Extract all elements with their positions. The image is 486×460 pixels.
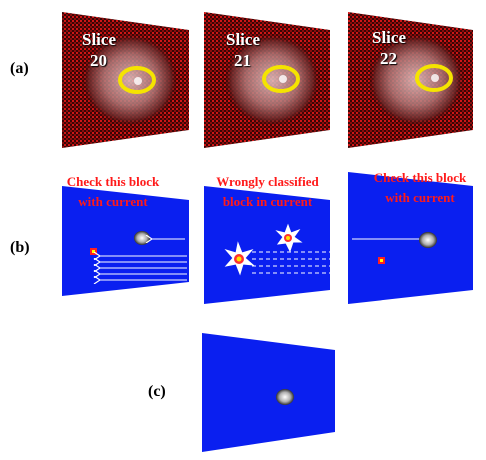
caption-right-line1: Check this block xyxy=(373,170,467,185)
caption-right: Check this block with current xyxy=(365,168,475,208)
highlight-ellipse xyxy=(415,64,453,92)
slice-21-number: 21 xyxy=(234,51,251,70)
panel-label-a: (a) xyxy=(10,60,29,77)
caption-middle: Wrongly classified block in current xyxy=(205,172,330,212)
slice-21-title: Slice xyxy=(226,30,260,49)
panel-label-c: (c) xyxy=(148,383,166,400)
caption-middle-line1: Wrongly classified xyxy=(216,174,319,189)
slice-22-number: 22 xyxy=(380,49,397,68)
result-panel xyxy=(202,333,335,452)
highlight-ellipse xyxy=(262,65,300,93)
panel-label-b: (b) xyxy=(10,239,30,256)
segmentation-panel-right xyxy=(348,172,473,304)
mri-slice-21 xyxy=(204,12,330,148)
mri-slice-20 xyxy=(62,12,189,148)
segmentation-panel-left xyxy=(62,186,189,296)
slice-20-number: 20 xyxy=(90,51,107,70)
slice-22-title: Slice xyxy=(372,28,406,47)
slice-20-title: Slice xyxy=(82,30,116,49)
mri-slice-22 xyxy=(348,12,473,148)
caption-left-line1: Check this block xyxy=(66,174,160,189)
caption-middle-line2: block in current xyxy=(222,194,313,209)
caption-left: Check this block with current xyxy=(58,172,168,212)
highlight-ellipse xyxy=(118,66,156,94)
caption-left-line2: with current xyxy=(78,194,148,209)
caption-right-line2: with current xyxy=(385,190,455,205)
